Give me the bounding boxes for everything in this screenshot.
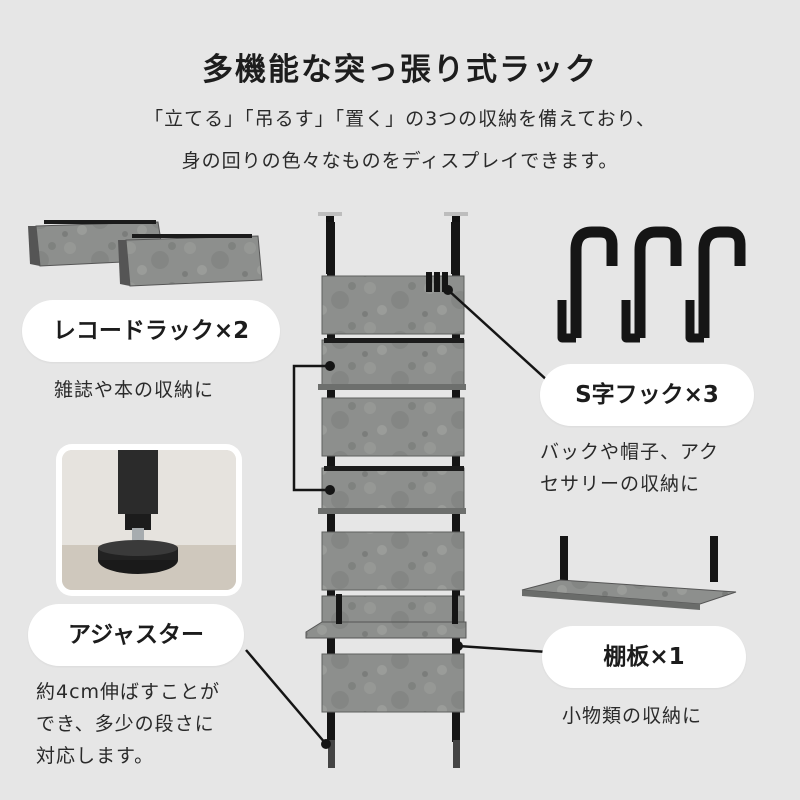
shelf-desc: 小物類の収納に [562, 705, 703, 727]
s-hook-desc-line-2: セサリーの収納に [540, 473, 701, 495]
record-rack-label: レコードラック×2 [22, 300, 280, 362]
adjuster-photo [56, 444, 242, 596]
adjuster-desc-line-2: でき、多少の段さに [36, 713, 215, 735]
rack-panels [321, 275, 465, 713]
adjuster-desc-line-3: 対応します。 [36, 745, 155, 767]
record-rack-image [28, 220, 263, 287]
s-hook-image [557, 226, 746, 343]
shelf-label: 棚板×1 [542, 626, 746, 688]
callout-lines [245, 289, 561, 745]
shelf-board-image [521, 536, 737, 610]
adjuster-photo-image [62, 450, 236, 590]
callout-dots [321, 285, 463, 749]
page-title: 多機能な突っ張り式ラック [202, 52, 598, 88]
s-hook-label: S字フック×3 [540, 364, 754, 426]
s-hook-desc-line-1: バックや帽子、アク [540, 441, 720, 463]
adjuster-label: アジャスター [28, 604, 244, 666]
subtitle-line-2: 身の回りの色々なものをディスプレイできます。 [181, 150, 619, 172]
subtitle-line-1: 「立てる」「吊るす」「置く」の3つの収納を備えており、 [144, 108, 656, 130]
record-rack-desc: 雑誌や本の収納に [54, 379, 215, 401]
adjuster-desc-line-1: 約4cm伸ばすことが [36, 681, 221, 703]
